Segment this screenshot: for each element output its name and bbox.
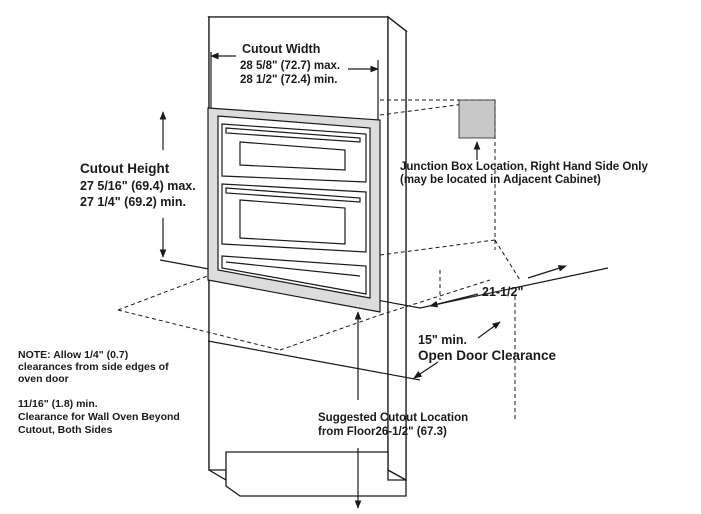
cutout-height-min: 27 1/4" (69.2) min. xyxy=(80,195,186,209)
cabinet-right-face xyxy=(387,15,407,482)
door-clearance-arrow-down xyxy=(413,361,439,379)
beyond-line-1: 11/16" (1.8) min. xyxy=(18,398,98,410)
beyond-line-2: Clearance for Wall Oven Beyond xyxy=(18,411,180,423)
labels: Cutout Width 28 5/8" (72.7) max. 28 1/2"… xyxy=(18,42,649,438)
cutout-width-title: Cutout Width xyxy=(242,42,320,56)
note-line-1: NOTE: Allow 1/4" (0.7) xyxy=(18,349,128,361)
junction-box-note: (may be located in Adjacent Cabinet) xyxy=(400,174,601,186)
upper-oven-window xyxy=(239,141,346,171)
junction-box-label: Junction Box Location, Right Hand Side O… xyxy=(400,161,649,173)
dimension-arrows xyxy=(159,52,567,509)
junction-box xyxy=(458,99,496,139)
upper-oven-handle xyxy=(225,127,361,143)
note-line-2: clearances from side edges of xyxy=(18,361,169,373)
cutout-height-max: 27 5/16" (69.4) max. xyxy=(80,179,196,193)
depth-arrow-right xyxy=(527,265,567,279)
cutout-width-min: 28 1/2" (72.4) min. xyxy=(240,74,338,86)
floor-label-1: Suggested Cutout Location xyxy=(318,412,468,424)
door-clearance-arrow-up xyxy=(477,321,501,339)
wall-oven xyxy=(207,107,381,313)
cabinet-toe-kick xyxy=(225,451,407,497)
door-clearance-label: Open Door Clearance xyxy=(418,348,557,363)
depth-arrow-left xyxy=(429,293,479,308)
cutout-height-title: Cutout Height xyxy=(80,161,170,176)
cutout-width-max: 28 5/8" (72.7) max. xyxy=(240,60,340,72)
depth-label: 21-1/2" xyxy=(482,285,523,299)
beyond-line-3: Cutout, Both Sides xyxy=(18,424,113,436)
note-line-3: oven door xyxy=(18,373,69,385)
floor-label-2: from Floor26-1/2" (67.3) xyxy=(318,426,447,438)
lower-oven-window xyxy=(239,199,346,245)
door-clearance-min: 15" min. xyxy=(418,333,467,347)
lower-oven-handle xyxy=(225,187,361,203)
